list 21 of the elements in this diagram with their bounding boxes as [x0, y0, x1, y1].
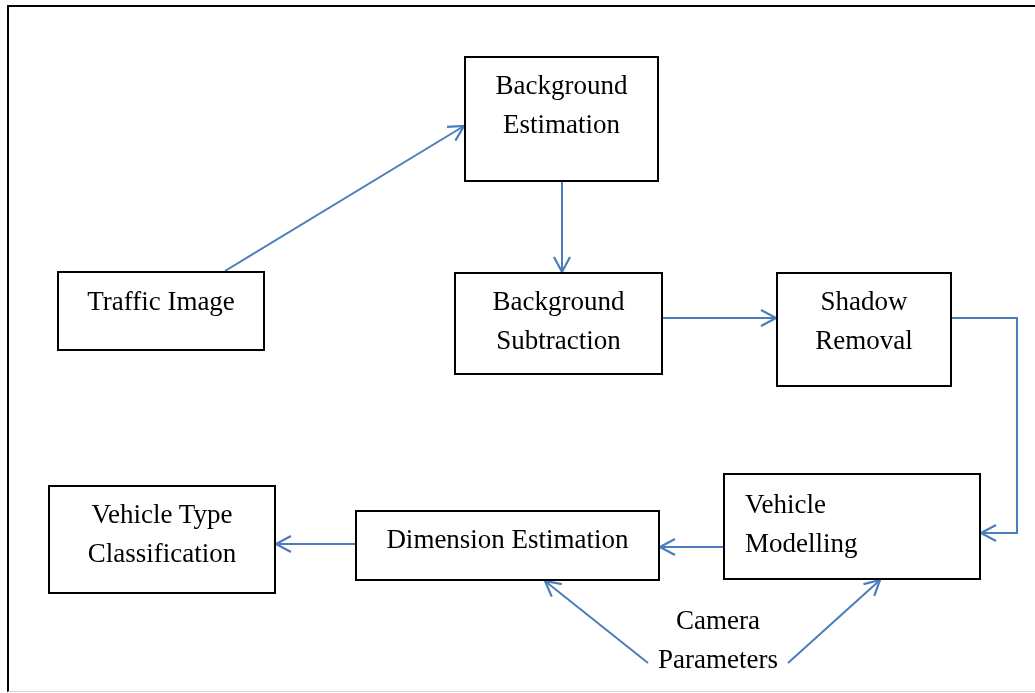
box-label: Shadow Removal [814, 285, 914, 357]
process-box [454, 272, 663, 375]
arrow [662, 308, 778, 328]
arrow [951, 317, 1018, 543]
arrow [543, 579, 649, 664]
process-box [48, 485, 276, 594]
process-box [723, 473, 981, 580]
arrow [552, 181, 572, 274]
text-label: Camera Parameters [648, 601, 788, 679]
box-label: Vehicle Type Classification [86, 498, 238, 570]
process-box [776, 272, 952, 387]
process-box [57, 271, 265, 351]
box-label: Traffic Image [86, 285, 236, 318]
box-label: Background Subtraction [491, 285, 626, 357]
box-label: Vehicle Modelling [745, 488, 859, 560]
arrow [224, 124, 466, 272]
process-box [464, 56, 659, 182]
process-box [355, 510, 660, 581]
box-label: Background Estimation [494, 69, 629, 141]
box-label: Dimension Estimation [385, 523, 630, 556]
arrow [787, 578, 882, 664]
